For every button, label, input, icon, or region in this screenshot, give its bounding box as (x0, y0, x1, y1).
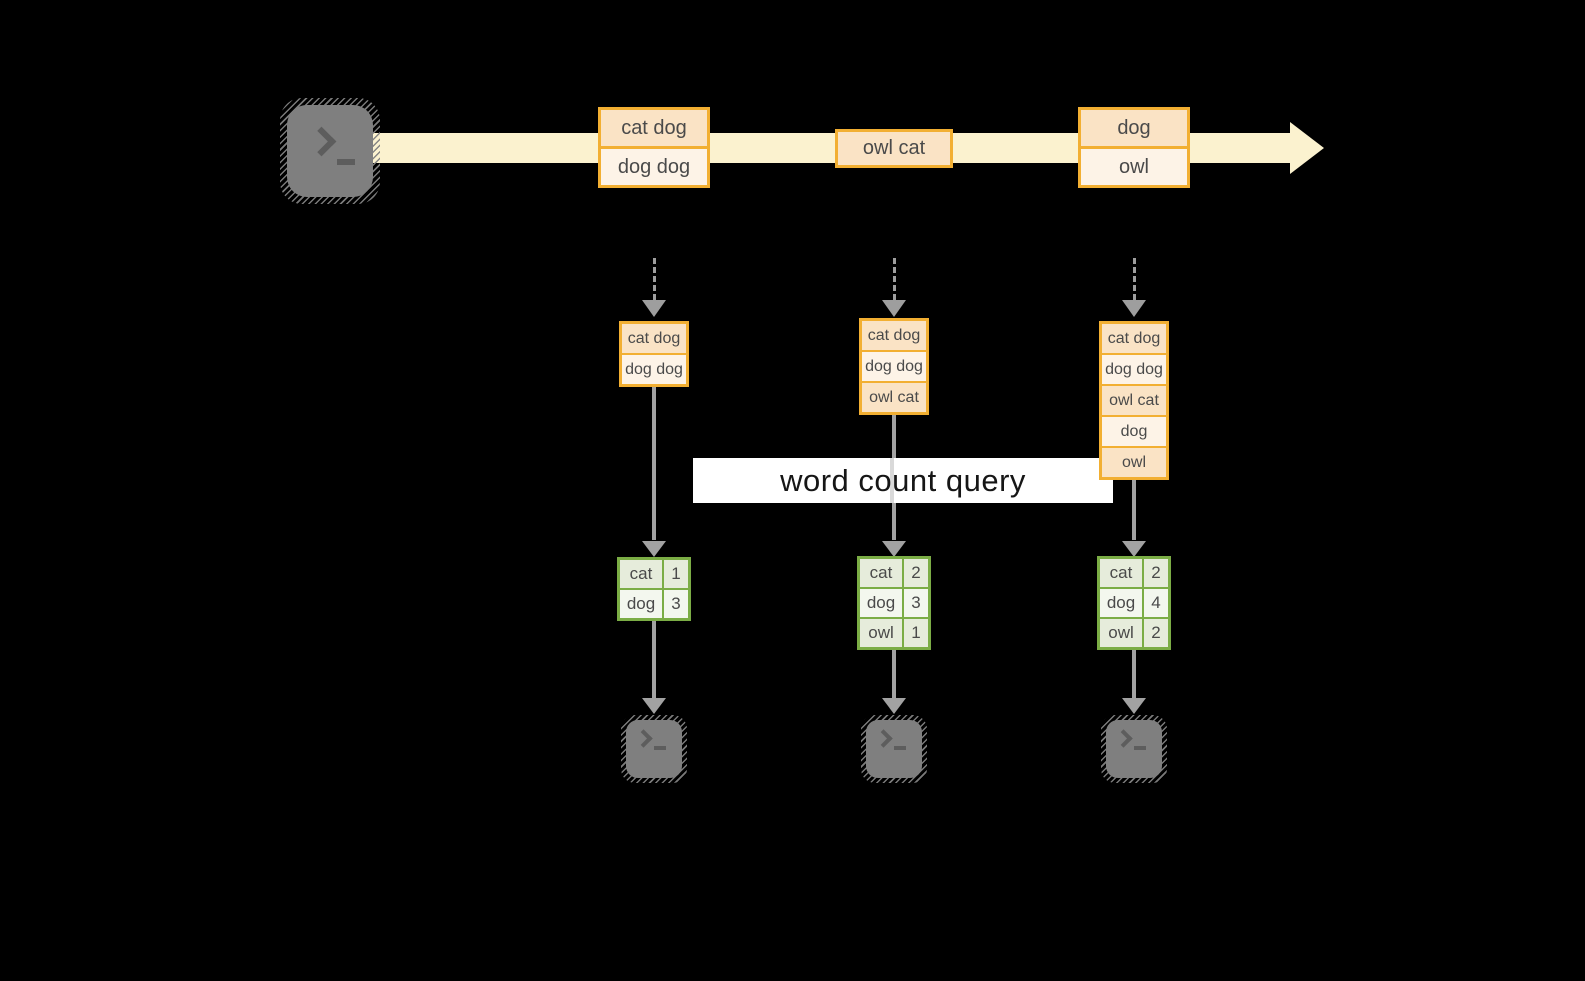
output-terminal-icon-col3 (1101, 715, 1167, 783)
output-terminal-icon-col1 (621, 715, 687, 783)
prompt-underscore-icon (894, 746, 906, 750)
connector-line (1132, 650, 1136, 698)
input-table-col3: cat dog dog dog owl cat dog owl (1099, 321, 1169, 480)
prompt-chevron-icon (634, 729, 653, 748)
prompt-chevron-icon (306, 126, 337, 157)
result-count-cell: 4 (1144, 589, 1168, 617)
stream-record: owl cat (838, 132, 950, 165)
result-table-col2: cat 2 dog 3 owl 1 (857, 556, 931, 650)
prompt-underscore-icon (337, 159, 355, 165)
input-row: dog dog (862, 350, 926, 381)
stream-record: dog (1081, 110, 1187, 146)
result-count-cell: 2 (1144, 619, 1168, 647)
connector-line (652, 621, 656, 698)
input-table-col1: cat dog dog dog (619, 321, 689, 387)
result-word-cell: cat (620, 560, 662, 588)
connector-arrowhead-icon (882, 541, 906, 557)
connector-line (1132, 480, 1136, 540)
stream-record: dog dog (601, 146, 707, 185)
prompt-underscore-icon (654, 746, 666, 750)
input-table-col2: cat dog dog dog owl cat (859, 318, 929, 415)
result-word-cell: dog (1100, 589, 1142, 617)
input-row: dog (1102, 415, 1166, 446)
terminal-screen (626, 720, 682, 778)
input-row: owl (1102, 446, 1166, 477)
trigger-arrow-col3 (1133, 258, 1136, 300)
connector-arrowhead-icon (642, 541, 666, 557)
result-table-col3: cat 2 dog 4 owl 2 (1097, 556, 1171, 650)
result-word-cell: cat (1100, 559, 1142, 587)
input-row: owl cat (862, 381, 926, 412)
result-count-cell: 1 (664, 560, 688, 588)
stream-record: owl (1081, 146, 1187, 185)
trigger-arrowhead-icon (642, 300, 666, 317)
stream-record: cat dog (601, 110, 707, 146)
input-row: cat dog (862, 321, 926, 350)
result-word-cell: cat (860, 559, 902, 587)
output-terminal-icon-col2 (861, 715, 927, 783)
stream-batch-1: cat dog dog dog (598, 107, 710, 188)
trigger-arrow-col2 (893, 258, 896, 300)
result-count-cell: 2 (1144, 559, 1168, 587)
connector-arrowhead-icon (1122, 698, 1146, 714)
input-row: cat dog (622, 324, 686, 353)
result-count-cell: 1 (904, 619, 928, 647)
terminal-screen (866, 720, 922, 778)
trigger-arrowhead-icon (882, 300, 906, 317)
input-row: dog dog (622, 353, 686, 384)
input-row: owl cat (1102, 384, 1166, 415)
connector-arrowhead-icon (882, 698, 906, 714)
terminal-screen (1106, 720, 1162, 778)
source-terminal-icon (280, 98, 380, 204)
stream-timeline-arrowhead-icon (1290, 122, 1324, 174)
query-label: word count query (780, 462, 1026, 498)
result-count-cell: 2 (904, 559, 928, 587)
connector-arrowhead-icon (642, 698, 666, 714)
prompt-chevron-icon (874, 729, 893, 748)
result-count-cell: 3 (664, 590, 688, 618)
connector-line-overlay (890, 458, 894, 503)
trigger-arrowhead-icon (1122, 300, 1146, 317)
result-table-col1: cat 1 dog 3 (617, 557, 691, 621)
terminal-screen (287, 105, 373, 197)
connector-arrowhead-icon (1122, 541, 1146, 557)
result-word-cell: dog (860, 589, 902, 617)
prompt-underscore-icon (1134, 746, 1146, 750)
result-word-cell: dog (620, 590, 662, 618)
result-word-cell: owl (860, 619, 902, 647)
input-row: cat dog (1102, 324, 1166, 353)
prompt-chevron-icon (1114, 729, 1133, 748)
trigger-arrow-col1 (653, 258, 656, 300)
connector-line (892, 650, 896, 698)
stream-batch-2: owl cat (835, 129, 953, 168)
connector-line (652, 387, 656, 540)
result-count-cell: 3 (904, 589, 928, 617)
stream-batch-3: dog owl (1078, 107, 1190, 188)
input-row: dog dog (1102, 353, 1166, 384)
query-label-box: word count query (693, 458, 1113, 503)
result-word-cell: owl (1100, 619, 1142, 647)
